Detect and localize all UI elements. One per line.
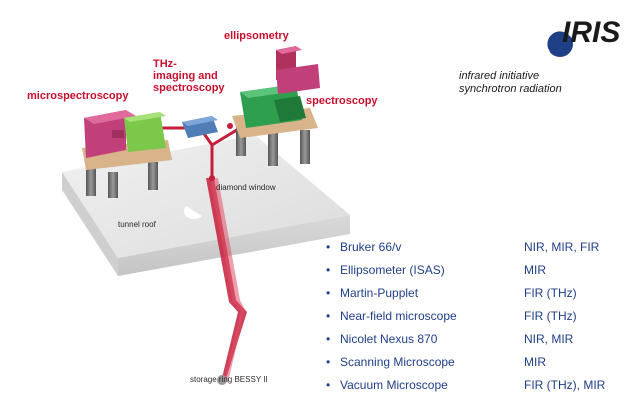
iris-logo-emblem	[545, 29, 573, 57]
tagline-line2: synchrotron radiation	[459, 83, 562, 95]
label-ellipsometry: ellipsometry	[224, 30, 289, 42]
bullet-icon: •	[326, 355, 331, 369]
iris-logo-text: IRIS	[562, 16, 621, 49]
bullet-icon: •	[326, 263, 331, 277]
tagline-line1: infrared initiative	[459, 70, 540, 82]
instrument-name: Bruker 66/v	[340, 240, 402, 254]
instrument-row: • Near-field microscope FIR (THz)	[326, 309, 626, 329]
label-storage-ring: storage ring BESSY II	[190, 375, 268, 384]
instrument-row: • Nicolet Nexus 870 NIR, MIR	[326, 332, 626, 352]
label-tunnel-roof: tunnel roof	[118, 220, 156, 229]
instrument-row: • Scanning Microscope MIR	[326, 355, 626, 375]
label-thz-line2: imaging and	[153, 70, 218, 82]
label-diamond-window: diamond window	[216, 183, 276, 192]
bullet-icon: •	[326, 240, 331, 254]
label-thz-line3: spectroscopy	[153, 82, 225, 94]
instrument-row: • Martin-Pupplet FIR (THz)	[326, 286, 626, 306]
label-microspectroscopy: microspectroscopy	[27, 90, 129, 102]
instrument-name: Scanning Microscope	[340, 355, 455, 369]
label-spectroscopy: spectroscopy	[306, 95, 378, 107]
instrument-range: NIR, MIR	[524, 332, 574, 346]
microspectroscopy-station	[82, 110, 172, 198]
instrument-range: NIR, MIR, FIR	[524, 240, 600, 254]
instrument-row: • Ellipsometer (ISAS) MIR	[326, 263, 626, 283]
instrument-row: • Vacuum Microscope FIR (THz), MIR	[326, 378, 626, 398]
thz-station	[182, 116, 233, 138]
instrument-range: FIR (THz)	[524, 309, 577, 323]
instrument-range: MIR	[524, 263, 546, 277]
instrument-name: Ellipsometer (ISAS)	[340, 263, 445, 277]
instrument-name: Martin-Pupplet	[340, 286, 419, 300]
instrument-range: MIR	[524, 355, 546, 369]
label-thz-line1: THz-	[153, 58, 177, 70]
bullet-icon: •	[326, 378, 331, 392]
iris-tagline: infrared initiative synchrotron radiatio…	[459, 70, 562, 96]
bullet-icon: •	[326, 309, 331, 323]
instrument-name: Near-field microscope	[340, 309, 457, 323]
bullet-icon: •	[326, 286, 331, 300]
instrument-row: • Bruker 66/v NIR, MIR, FIR	[326, 240, 626, 260]
instrument-range: FIR (THz)	[524, 286, 577, 300]
instrument-range: FIR (THz), MIR	[524, 378, 606, 392]
ellipsometry-station	[276, 46, 320, 94]
instrument-name: Vacuum Microscope	[340, 378, 448, 392]
bullet-icon: •	[326, 332, 331, 346]
instrument-name: Nicolet Nexus 870	[340, 332, 438, 346]
